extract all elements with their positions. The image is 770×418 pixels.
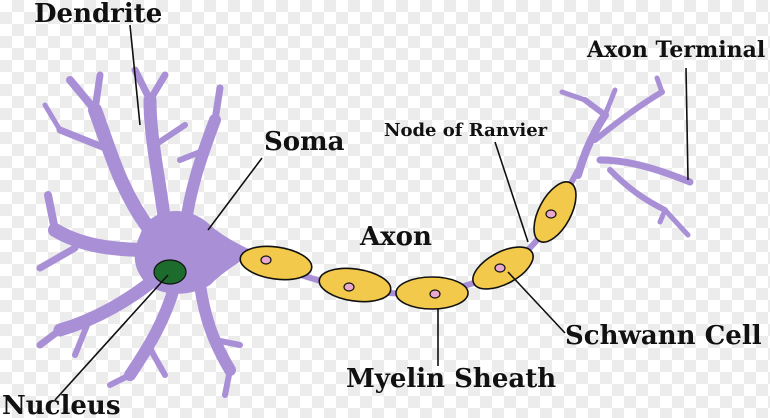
myelin-segment <box>239 245 313 281</box>
soma-body <box>134 211 255 294</box>
myelin-sheaths <box>239 181 577 310</box>
dendrites <box>36 66 243 398</box>
label-axon-terminal: Axon Terminal <box>586 37 765 63</box>
axon-terminal-branches <box>559 75 694 238</box>
label-schwann-cell: Schwann Cell <box>565 321 762 351</box>
label-axon: Axon <box>359 222 432 252</box>
cell-nucleus <box>153 259 187 285</box>
leader-lines <box>54 24 689 401</box>
schwann-nucleus <box>260 255 272 265</box>
schwann-nucleus <box>494 263 506 273</box>
label-node-of-ranvier: Node of Ranvier <box>384 120 548 141</box>
label-myelin-sheath: Myelin Sheath <box>346 364 556 394</box>
myelin-segment <box>318 267 392 303</box>
schwann-nucleus <box>343 282 355 292</box>
schwann-nucleus <box>429 289 441 299</box>
label-nucleus: Nucleus <box>2 391 120 418</box>
label-soma: Soma <box>264 127 345 157</box>
schwann-nucleus <box>545 209 557 219</box>
label-dendrite: Dendrite <box>34 0 162 29</box>
